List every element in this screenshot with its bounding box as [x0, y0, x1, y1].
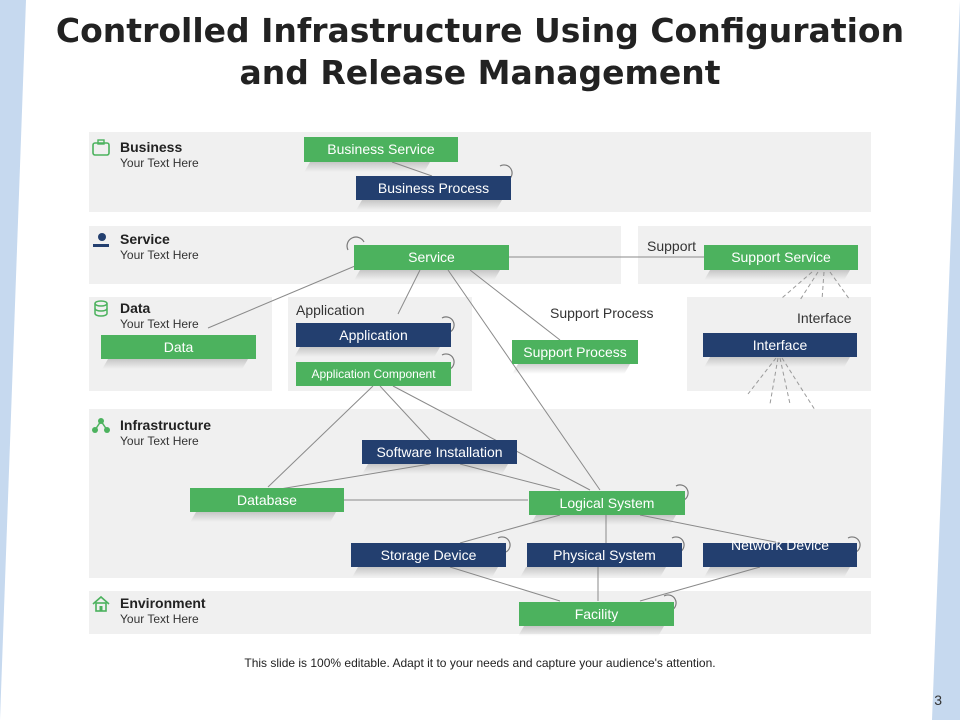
link-network-facility	[639, 566, 761, 602]
node-business-process: Business Process	[356, 176, 511, 200]
layer-data-name: Data	[120, 300, 151, 316]
shadow-support-service	[704, 270, 850, 280]
shadow-storage	[352, 567, 498, 577]
node-physical-system: Physical System	[527, 543, 682, 567]
link-bservice-bprocess	[391, 161, 433, 177]
dash-interface-3	[779, 357, 791, 405]
dash-interface-1	[747, 357, 777, 395]
node-data: Data	[101, 335, 256, 359]
environment-panel	[89, 591, 871, 634]
link-appcomp-software	[379, 385, 431, 441]
shadow-business-service	[304, 162, 430, 172]
node-application-component: Application Component	[296, 362, 451, 386]
link-service-logical	[447, 269, 601, 491]
layer-infrastructure: Infrastructure Your Text Here	[92, 417, 272, 453]
slide-title: Controlled Infrastructure Using Configur…	[40, 10, 920, 94]
layer-data-sub: Your Text Here	[120, 317, 199, 331]
node-network-device-label: Network Device	[730, 537, 830, 553]
shadow-network	[704, 567, 850, 577]
house-icon	[92, 595, 110, 612]
loop-physical-system	[671, 536, 685, 553]
support-label: Support	[647, 238, 697, 254]
node-interface: Interface	[703, 333, 857, 357]
node-application: Application	[296, 323, 451, 347]
shadow-service	[354, 270, 500, 280]
link-software-logical	[459, 463, 561, 491]
link-logical-storage	[459, 514, 561, 544]
layer-data: Data Your Text Here	[92, 300, 272, 336]
footer-note: This slide is 100% editable. Adapt it to…	[244, 656, 716, 670]
link-service-supportprocess	[469, 269, 561, 341]
layer-environment-sub: Your Text Here	[120, 612, 199, 626]
node-network-device: Network Device	[703, 537, 857, 567]
shadow-logical	[530, 515, 676, 525]
layer-business-sub: Your Text Here	[120, 156, 199, 170]
node-business-service: Business Service	[304, 137, 458, 162]
node-software-installation: Software Installation	[362, 440, 517, 464]
layer-environment: Environment Your Text Here	[92, 595, 272, 631]
left-decoration	[0, 0, 26, 720]
node-logical-system: Logical System	[529, 491, 685, 515]
link-software-database	[279, 463, 431, 490]
loop-app-component	[441, 353, 455, 370]
database-icon	[94, 300, 108, 317]
network-icon	[92, 418, 110, 433]
interface-label: Interface	[797, 310, 852, 326]
title-line-2: and Release Management	[239, 53, 721, 92]
node-facility: Facility	[519, 602, 674, 626]
loop-facility	[663, 594, 677, 611]
link-service-data	[207, 265, 356, 329]
title-line-1: Controlled Infrastructure Using Configur…	[55, 11, 905, 50]
dash-interface-4	[781, 357, 816, 411]
shadow-database	[190, 512, 336, 522]
node-database: Database	[190, 488, 344, 512]
shadow-application	[294, 347, 440, 357]
loop-logical-system	[675, 484, 689, 501]
shadow-interface	[704, 357, 850, 367]
link-logical-network	[639, 514, 781, 544]
support-process-label: Support Process	[550, 305, 654, 321]
layer-infrastructure-name: Infrastructure	[120, 417, 212, 433]
link-appcomp-logical	[392, 385, 591, 491]
briefcase-icon	[92, 139, 110, 156]
page-number: 3	[934, 692, 942, 708]
node-storage-device: Storage Device	[351, 543, 506, 567]
dash-support-4	[829, 271, 851, 301]
dash-support-3	[821, 271, 825, 301]
shadow-software	[362, 464, 508, 474]
loop-network-device	[847, 536, 861, 553]
layer-service-sub: Your Text Here	[120, 248, 199, 262]
node-support-process: Support Process	[512, 340, 638, 364]
layer-service: Service Your Text Here	[92, 231, 272, 267]
shadow-business-process	[356, 200, 502, 210]
loop-service	[346, 236, 365, 251]
loop-application	[441, 316, 455, 333]
layer-business-name: Business	[120, 139, 183, 155]
shadow-physical	[520, 567, 666, 577]
layer-environment-name: Environment	[120, 595, 206, 611]
node-service: Service	[354, 245, 509, 270]
link-service-application	[397, 269, 421, 315]
shadow-data	[102, 359, 248, 369]
layer-service-name: Service	[120, 231, 170, 247]
shadow-support-process	[512, 364, 630, 374]
dash-interface-2	[769, 357, 779, 405]
link-appcomp-database	[267, 385, 374, 488]
shadow-facility	[518, 626, 664, 636]
layer-business: Business Your Text Here	[92, 139, 272, 175]
dash-support-2	[799, 271, 819, 301]
hand-gear-icon	[93, 233, 109, 247]
application-label: Application	[296, 302, 365, 318]
loop-storage-device	[497, 536, 511, 553]
right-decoration	[932, 0, 960, 720]
link-storage-facility	[449, 566, 561, 602]
layer-infrastructure-sub: Your Text Here	[120, 434, 199, 448]
node-support-service: Support Service	[704, 245, 858, 270]
